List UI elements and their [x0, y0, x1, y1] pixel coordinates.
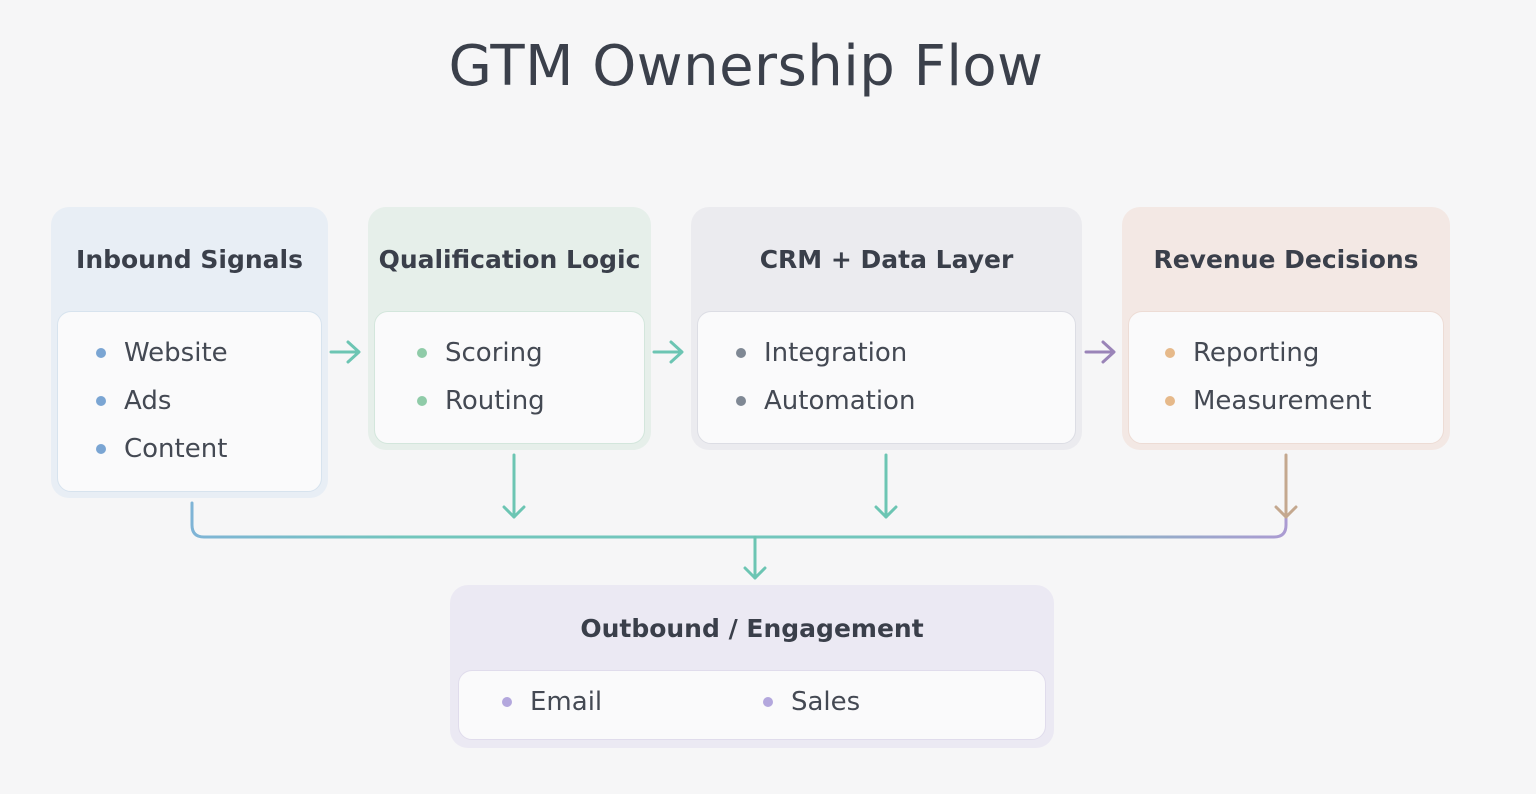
bullet-icon [1165, 396, 1175, 406]
arrow-to-outbound [743, 535, 767, 580]
stage-body-qualification: Scoring Routing [374, 311, 645, 444]
stage-card-revenue: Revenue Decisions Reporting Measurement [1122, 207, 1450, 450]
list-item: Automation [736, 386, 915, 416]
stage-card-crm: CRM + Data Layer Integration Automation [691, 207, 1082, 450]
bullet-icon [502, 697, 512, 707]
stage-card-inbound: Inbound Signals Website Ads Content [51, 207, 328, 498]
diagram-title: GTM Ownership Flow [448, 34, 1044, 99]
list-item: Reporting [1165, 338, 1319, 368]
stage-body-inbound: Website Ads Content [57, 311, 322, 492]
bullet-icon [96, 396, 106, 406]
stage-title-inbound: Inbound Signals [76, 244, 303, 274]
list-item: Routing [417, 386, 545, 416]
arrow-crm-to-revenue [1084, 340, 1116, 364]
stage-body-outbound: Email Sales [458, 670, 1046, 740]
stage-body-crm: Integration Automation [697, 311, 1076, 444]
list-item: Ads [96, 386, 171, 416]
bullet-icon [736, 348, 746, 358]
bullet-icon [96, 348, 106, 358]
stage-card-outbound: Outbound / Engagement Email Sales [450, 585, 1054, 748]
bullet-icon [736, 396, 746, 406]
stage-title-qualification: Qualification Logic [378, 244, 641, 274]
arrow-inbound-to-qualification [329, 340, 361, 364]
arrow-qualification-down [502, 453, 526, 519]
arrow-revenue-down [1274, 453, 1298, 519]
arrow-crm-down [874, 453, 898, 519]
list-item: Scoring [417, 338, 543, 368]
bullet-icon [417, 396, 427, 406]
list-item: Website [96, 338, 228, 368]
bullet-icon [1165, 348, 1175, 358]
bullet-icon [417, 348, 427, 358]
stage-title-outbound: Outbound / Engagement [580, 613, 924, 643]
list-item: Sales [763, 687, 860, 717]
list-item: Integration [736, 338, 907, 368]
stage-title-crm: CRM + Data Layer [759, 244, 1014, 274]
list-item: Content [96, 434, 227, 464]
bullet-icon [763, 697, 773, 707]
bus-line [190, 501, 1288, 539]
list-item: Measurement [1165, 386, 1372, 416]
stage-card-qualification: Qualification Logic Scoring Routing [368, 207, 651, 450]
bullet-icon [96, 444, 106, 454]
stage-body-revenue: Reporting Measurement [1128, 311, 1444, 444]
list-item: Email [502, 687, 602, 717]
stage-title-revenue: Revenue Decisions [1153, 244, 1419, 274]
arrow-qualification-to-crm [652, 340, 684, 364]
